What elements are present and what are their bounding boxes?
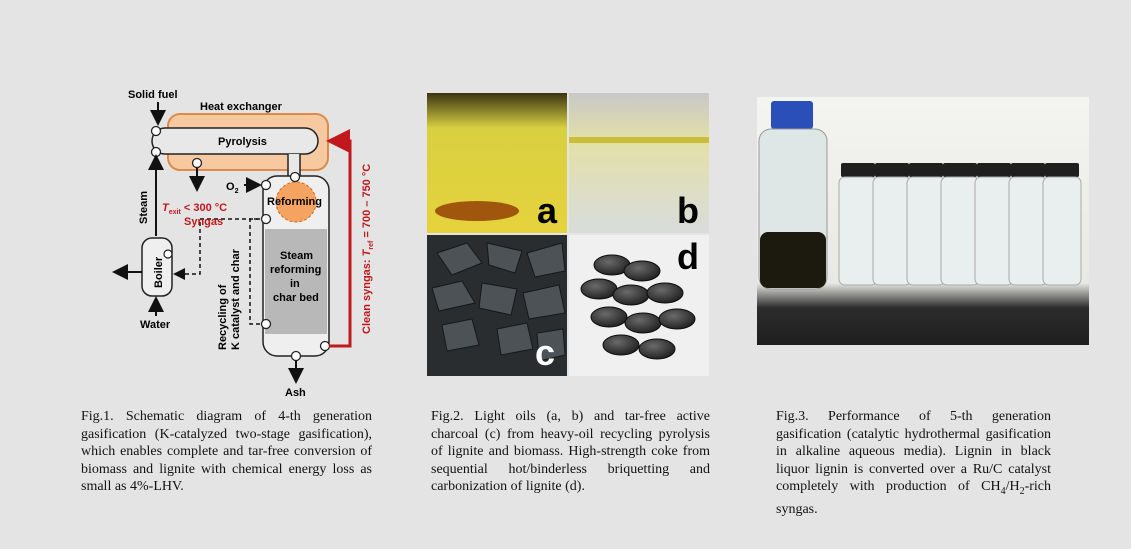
recycling-dashed-line — [249, 218, 260, 325]
steam-ref-line3: in — [290, 278, 300, 290]
syngas-label: Syngas — [184, 216, 223, 228]
small-bottles — [838, 163, 1082, 286]
reformer-syngas-out — [319, 340, 331, 352]
pyrolysis-tube — [151, 127, 319, 155]
reformer-o2-port — [260, 179, 272, 191]
fig3-photo — [757, 97, 1089, 345]
heat-exchanger-label: Heat exchanger — [200, 101, 283, 113]
recycling-label-1: Recycling of — [217, 284, 229, 350]
fig2-caption: Fig.2. Light oils (a, b) and tar-free ac… — [431, 409, 710, 495]
syngas-dashed-line — [173, 218, 260, 280]
fig3-caption: Fig.3. Performance of 5-th generation ga… — [776, 409, 1051, 517]
steam-ref-line2: reforming — [270, 264, 321, 276]
large-bottle-liquid — [760, 232, 826, 288]
ash-label: Ash — [285, 387, 306, 399]
photo-c-pieces — [431, 242, 566, 362]
o2-label: O2 — [226, 181, 239, 195]
fig3-svg — [757, 97, 1089, 345]
clean-syngas-loop — [326, 129, 352, 348]
reforming-zone — [275, 181, 317, 223]
fig2-svg: a b c d — [427, 93, 709, 376]
photo-c-letter: c — [535, 332, 555, 373]
pyrolysis-label: Pyrolysis — [218, 136, 267, 148]
char-bed — [265, 229, 327, 334]
photo-d-coke — [569, 235, 709, 376]
large-bottle-cap — [771, 101, 813, 129]
fig1-svg: Heat exchanger Pyrolysis Solid fuel Refo… — [112, 89, 375, 399]
reformer-top-port — [289, 171, 301, 183]
photo-b-oil — [569, 93, 709, 233]
photo-a-letter: a — [537, 190, 558, 231]
photo-d-letter: d — [677, 236, 699, 277]
solid-fuel-label: Solid fuel — [128, 89, 178, 101]
photo-d-briquettes — [580, 254, 696, 360]
fig1-caption: Fig.1. Schematic diagram of 4-th generat… — [81, 409, 372, 495]
boiler-label: Boiler — [153, 256, 165, 288]
photo-a-sediment — [435, 201, 519, 221]
reformer-recycle-port-top — [260, 213, 272, 225]
photo-b-letter: b — [677, 190, 699, 231]
reformer-recycle-port-bottom — [260, 318, 272, 330]
reforming-label: Reforming — [267, 196, 322, 208]
steam-label: Steam — [138, 191, 150, 224]
pyrolysis-outlet-char — [191, 157, 203, 169]
steam-ref-line1: Steam — [280, 250, 313, 262]
texit-label: Texit < 300 °C — [162, 202, 227, 216]
fig1-diagram: Heat exchanger Pyrolysis Solid fuel Refo… — [100, 84, 400, 404]
steam-ref-line4: char bed — [273, 292, 319, 304]
pyrolysis-inlet-top — [150, 125, 162, 137]
water-label: Water — [140, 319, 171, 331]
clean-syngas-label: Clean syngas: Tref = 700 – 750 °C — [361, 164, 375, 334]
pyrolysis-inlet-bottom — [150, 146, 162, 158]
reformer-ash-port — [290, 350, 302, 362]
fig2-photo-grid: a b c d — [427, 93, 709, 376]
photo-b-band — [569, 137, 709, 143]
boiler-port — [163, 249, 173, 259]
recycling-label-2: K catalyst and char — [230, 248, 242, 350]
